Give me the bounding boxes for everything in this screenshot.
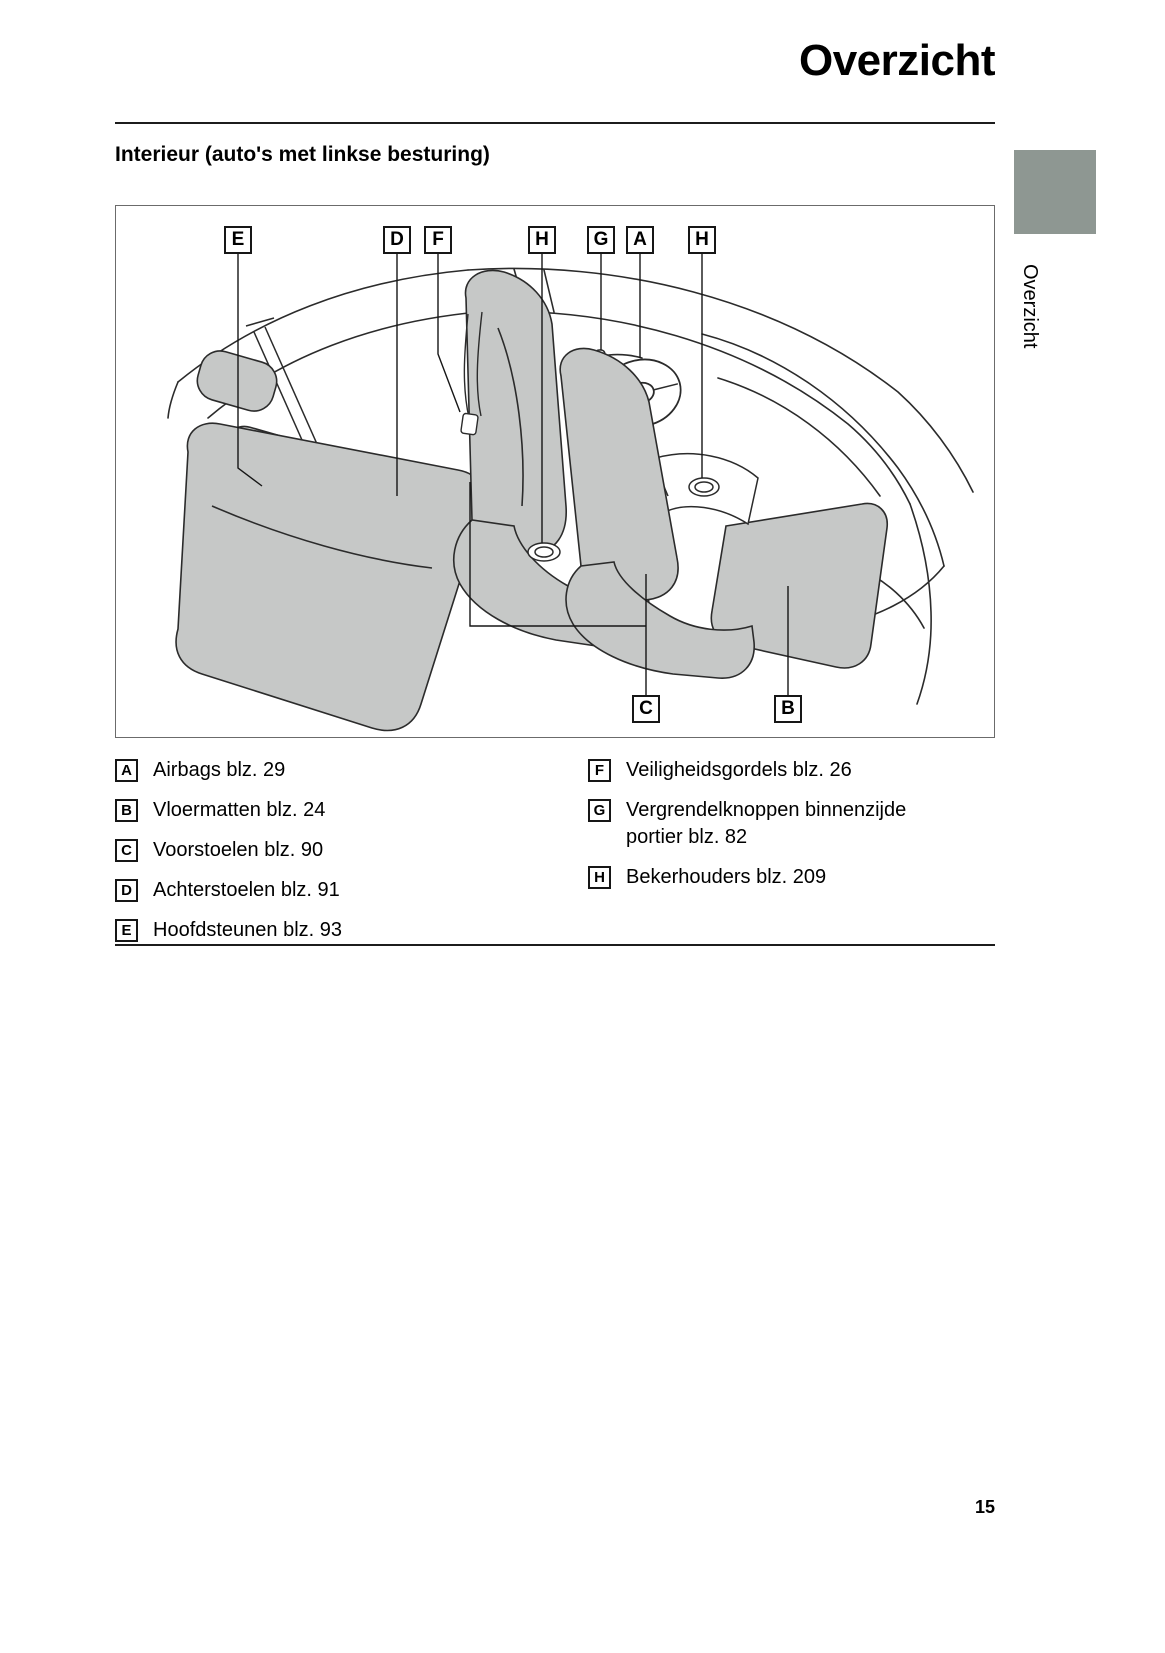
legend-item-vloermatten: B Vloermatten blz. 24 (115, 797, 545, 824)
legend-item-veiligheidsgordels: F Veiligheidsgordels blz. 26 (588, 757, 998, 784)
callout-box-b: B (774, 695, 802, 723)
callout-box-h1: H (528, 226, 556, 254)
legend-text-bekerhouders: Bekerhouders blz. 209 (626, 866, 827, 888)
legend-key-d: D (115, 879, 138, 902)
legend-key-b: B (115, 799, 138, 822)
page-title: Overzicht (798, 36, 996, 85)
callout-box-g: G (587, 226, 615, 254)
legend-key-f: F (588, 759, 611, 782)
callout-box-a: A (626, 226, 654, 254)
section-heading: Interieur (auto's met linkse besturing) (115, 143, 490, 166)
car-interior-illustration (167, 254, 974, 732)
legend-key-e: E (115, 919, 138, 942)
legend-text-vergrendelknoppen: Vergrendelknoppen binnenzijde portier bl… (626, 799, 907, 848)
legend-item-voorstoelen: C Voorstoelen blz. 90 (115, 837, 545, 864)
page-number: 15 (974, 1497, 995, 1517)
legend-text-veiligheidsgordels: Veiligheidsgordels blz. 26 (626, 759, 852, 781)
legend-key-a: A (115, 759, 138, 782)
legend-item-bekerhouders: H Bekerhouders blz. 209 (588, 864, 998, 891)
cupholder-illustration (527, 542, 561, 562)
section-divider (115, 944, 995, 946)
legend-right-column: F Veiligheidsgordels blz. 26 G Vergrende… (588, 757, 998, 904)
legend-text-voorstoelen: Voorstoelen blz. 90 (153, 839, 324, 861)
interior-diagram: E D F H G A H C B (115, 205, 995, 738)
legend-key-c: C (115, 839, 138, 862)
callout-box-d: D (383, 226, 411, 254)
callout-box-f: F (424, 226, 452, 254)
front-seatbelt-illustration (460, 311, 483, 436)
callout-box-h2: H (688, 226, 716, 254)
legend-key-g: G (588, 799, 611, 822)
legend-key-h: H (588, 866, 611, 889)
legend-text-airbags: Airbags blz. 29 (153, 759, 286, 781)
legend-item-airbags: A Airbags blz. 29 (115, 757, 545, 784)
legend-item-vergrendelknoppen: G Vergrendelknoppen binnenzijde portier … (588, 797, 998, 851)
sidebar-tab-overzicht: Overzicht (1019, 264, 1041, 349)
rear-seat-illustration (175, 350, 485, 732)
legend-item-hoofdsteunen: E Hoofdsteunen blz. 93 (115, 917, 545, 944)
callout-leader-lines (237, 254, 789, 695)
chapter-tab-marker (1014, 150, 1096, 234)
legend-item-achterstoelen: D Achterstoelen blz. 91 (115, 877, 545, 904)
callout-box-c: C (632, 695, 660, 723)
callout-box-e: E (224, 226, 252, 254)
legend-text-hoofdsteunen: Hoofdsteunen blz. 93 (153, 919, 343, 941)
driver-seat-illustration (559, 347, 755, 679)
legend-left-column: A Airbags blz. 29 B Vloermatten blz. 24 … (115, 757, 545, 957)
center-console-illustration (649, 453, 759, 526)
legend-text-achterstoelen: Achterstoelen blz. 91 (153, 879, 340, 901)
title-divider (115, 122, 995, 124)
legend-text-vloermatten: Vloermatten blz. 24 (153, 799, 326, 821)
